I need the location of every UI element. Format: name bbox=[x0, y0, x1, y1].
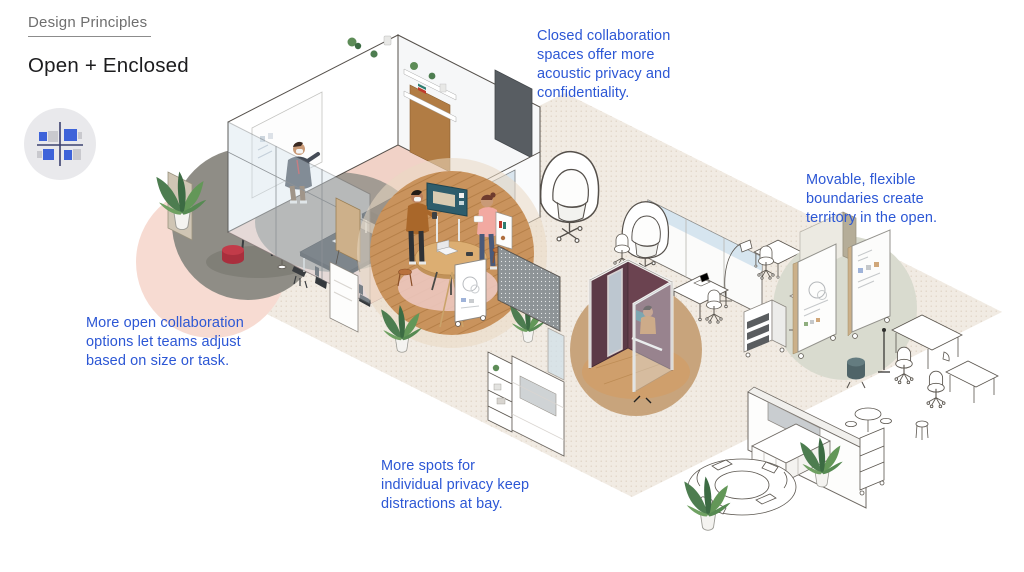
white-storage-box bbox=[329, 261, 359, 333]
storage-media-unit bbox=[487, 327, 565, 457]
annotation-individual-privacy: More spots for individual privacy keep d… bbox=[381, 458, 530, 512]
cafe-table-stools bbox=[845, 407, 892, 432]
lounge-ottoman bbox=[222, 245, 244, 264]
movable-boundary-zone bbox=[743, 211, 917, 389]
open-enclosed-workstations-icon bbox=[24, 108, 96, 180]
annotation-open-collaboration: More open collaboration options let team… bbox=[86, 315, 244, 369]
annotation-closed-collaboration: Closed collaboration spaces offer more a… bbox=[537, 28, 671, 101]
privacy-booth-zone bbox=[570, 258, 702, 416]
movable-whiteboard-2 bbox=[847, 229, 891, 339]
stool-outline bbox=[915, 420, 929, 441]
drawer-cart bbox=[743, 299, 787, 358]
presenter-person bbox=[285, 141, 320, 204]
page-title: Design Principles bbox=[28, 14, 152, 37]
open-collaboration-zone bbox=[357, 158, 547, 353]
collab-man bbox=[406, 190, 437, 265]
media-lounge-area bbox=[683, 314, 999, 531]
open-shelf-cart bbox=[859, 427, 885, 496]
standing-table-2 bbox=[945, 360, 999, 403]
wall-shelf-plants bbox=[347, 35, 392, 58]
collab-woman bbox=[473, 192, 499, 270]
annotation-movable-boundaries: Movable, flexible boundaries create terr… bbox=[806, 172, 938, 226]
lounge-chair-outline bbox=[894, 346, 914, 385]
display-screen bbox=[426, 182, 468, 255]
standing-table-1 bbox=[891, 314, 963, 369]
perforated-screen bbox=[497, 245, 561, 332]
lounge-chair-outline-2 bbox=[926, 370, 946, 409]
mobile-whiteboard bbox=[439, 258, 487, 328]
open-desk-with-laptop bbox=[671, 272, 729, 322]
teal-stool bbox=[846, 357, 866, 389]
meeting-room-shelf bbox=[403, 62, 457, 173]
movable-whiteboard-1 bbox=[792, 243, 837, 359]
booth-person bbox=[640, 305, 656, 334]
privacy-booth bbox=[588, 258, 674, 404]
slide-title: Open + Enclosed bbox=[28, 54, 189, 77]
mic-stand bbox=[878, 328, 890, 373]
collab-book-shelf bbox=[495, 211, 513, 250]
meeting-room-dark-panel bbox=[494, 69, 533, 159]
meeting-room-glass-wall bbox=[227, 121, 371, 305]
